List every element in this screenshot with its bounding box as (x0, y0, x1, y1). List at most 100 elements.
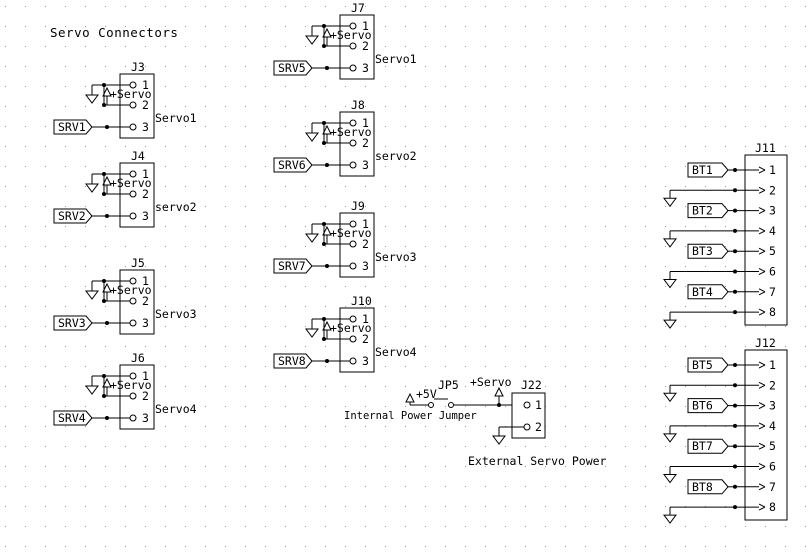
junction (733, 289, 737, 294)
ground-symbol (663, 319, 677, 329)
junction (325, 264, 329, 268)
net-srv6-label: SRV6 (278, 158, 306, 172)
junction (733, 464, 737, 469)
j22-ground-symbol (492, 435, 506, 445)
pin-number: 6 (769, 460, 776, 474)
servo-rail-label-jp5: +Servo (470, 375, 512, 389)
junction (102, 192, 106, 196)
header-body (744, 154, 788, 326)
pin-number: 2 (362, 332, 369, 346)
junction (105, 214, 109, 218)
net-bt7-label: BT7 (692, 439, 713, 453)
pin-3 (349, 161, 357, 169)
servo-name: Servo3 (375, 250, 417, 264)
pin-number: 2 (769, 183, 776, 197)
net-srv8-label: SRV8 (278, 354, 306, 368)
ground-symbol (663, 433, 677, 443)
net-srv2-label: SRV2 (58, 209, 86, 223)
ground-symbol (663, 238, 677, 248)
pin-number: 1 (362, 217, 369, 231)
servo-rail-symbol (322, 320, 332, 331)
pin-number: 7 (769, 285, 776, 299)
jp5-pin-2 (448, 402, 454, 408)
connector-ref: J7 (351, 1, 365, 15)
servo-rail-symbol (322, 27, 332, 38)
connector-ref: J5 (131, 256, 145, 270)
pin-2 (129, 190, 137, 198)
net-bt3-label: BT3 (692, 244, 713, 258)
net-srv5-label: SRV5 (278, 61, 306, 75)
servo-rail-label: +Servo (110, 176, 152, 190)
internal-power-jumper-label: Internal Power Jumper (344, 410, 477, 422)
servo-name: Servo4 (155, 402, 197, 416)
pin-number: 1 (142, 167, 149, 181)
junction (733, 423, 737, 428)
ground-symbol (305, 328, 319, 338)
junction (733, 269, 737, 274)
junction (733, 363, 737, 367)
pin-number: 5 (769, 244, 776, 258)
j22-body (511, 392, 546, 439)
pin-number: 8 (769, 305, 776, 319)
junction (733, 403, 737, 408)
pin-2 (129, 297, 137, 305)
junction (105, 321, 109, 325)
pin-number: 7 (769, 480, 776, 494)
pin-number: 6 (769, 265, 776, 279)
plus5v-symbol (405, 392, 415, 405)
junction (105, 416, 109, 420)
junction (325, 66, 329, 70)
pin-number: 4 (769, 224, 776, 238)
net-srv7-flag (273, 258, 313, 274)
servo-rail-label: +Servo (110, 378, 152, 392)
junction (322, 242, 326, 246)
junction (105, 125, 109, 129)
pin-number: 8 (769, 500, 776, 514)
jp5-ref: JP5 (438, 378, 459, 392)
ground-symbol (85, 290, 99, 300)
junction (733, 310, 737, 315)
servo-rail-symbol (322, 225, 332, 236)
connector-ref: J6 (131, 351, 145, 365)
pin-number: 1 (769, 163, 776, 177)
servo-rail-label: +Servo (330, 226, 372, 240)
external-servo-power-label: External Servo Power (468, 454, 607, 468)
net-bt2-flag (687, 203, 729, 219)
net-bt4-flag (687, 284, 729, 300)
ground-symbol (663, 279, 677, 289)
pin-number: 3 (362, 158, 369, 172)
servo-connectors: J3123Servo1+ServoSRV1J4123servo2+ServoSR… (53, 1, 417, 430)
pin-number: 5 (769, 439, 776, 453)
servo-name: Servo4 (375, 345, 417, 359)
net-bt5-flag (687, 357, 729, 373)
junction (733, 168, 737, 172)
junction (733, 484, 737, 489)
pin-number: 3 (362, 259, 369, 273)
pin-number: 2 (142, 187, 149, 201)
header-ref: J11 (755, 141, 776, 155)
net-srv1-label: SRV1 (58, 120, 86, 134)
net-bt4-label: BT4 (692, 285, 713, 299)
servo-rail-symbol (102, 377, 112, 388)
pin-number: 3 (142, 209, 149, 223)
pin-number: 2 (769, 378, 776, 392)
servo-name: Servo1 (155, 111, 197, 125)
ground-symbol (305, 132, 319, 142)
pin-3 (349, 262, 357, 270)
junction (497, 403, 501, 407)
servo-rail-symbol (102, 175, 112, 186)
pin-3 (349, 64, 357, 72)
pin-number: 1 (142, 274, 149, 288)
net-bt2-label: BT2 (692, 204, 713, 218)
junction (733, 188, 737, 193)
connector-ref: J8 (351, 98, 365, 112)
net-bt8-label: BT8 (692, 480, 713, 494)
pin-number: 3 (769, 399, 776, 413)
net-bt6-label: BT6 (692, 399, 713, 413)
